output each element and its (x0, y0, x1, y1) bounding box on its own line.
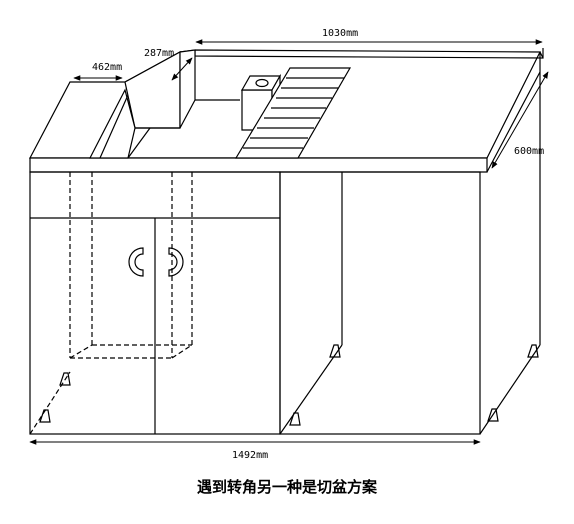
dimension-top-width: 1030mm (195, 28, 543, 45)
cabinet-feet (39, 344, 539, 426)
dimension-top-width-label: 1030mm (322, 28, 358, 39)
dimension-depth-label: 600mm (514, 146, 544, 157)
dimension-bottom-width: 1492mm (29, 439, 481, 460)
dimension-corner-depth: 287mm (144, 48, 193, 81)
door-handles (128, 247, 184, 277)
dimension-depth: 600mm (491, 71, 549, 169)
dimension-corner-width-label: 462mm (92, 62, 122, 73)
figure-caption: 遇到转角另一种是切盆方案 (196, 478, 377, 496)
dimension-bottom-width-label: 1492mm (232, 450, 268, 460)
dimension-corner-depth-label: 287mm (144, 48, 174, 59)
drain-board (234, 67, 352, 159)
sink-basin (89, 88, 180, 159)
dimension-corner-width: 462mm (73, 62, 123, 81)
cabinet-drawing: 1030mm 600mm 1492mm 462mm 287mm (29, 28, 549, 460)
hidden-basin-outline (29, 172, 193, 435)
